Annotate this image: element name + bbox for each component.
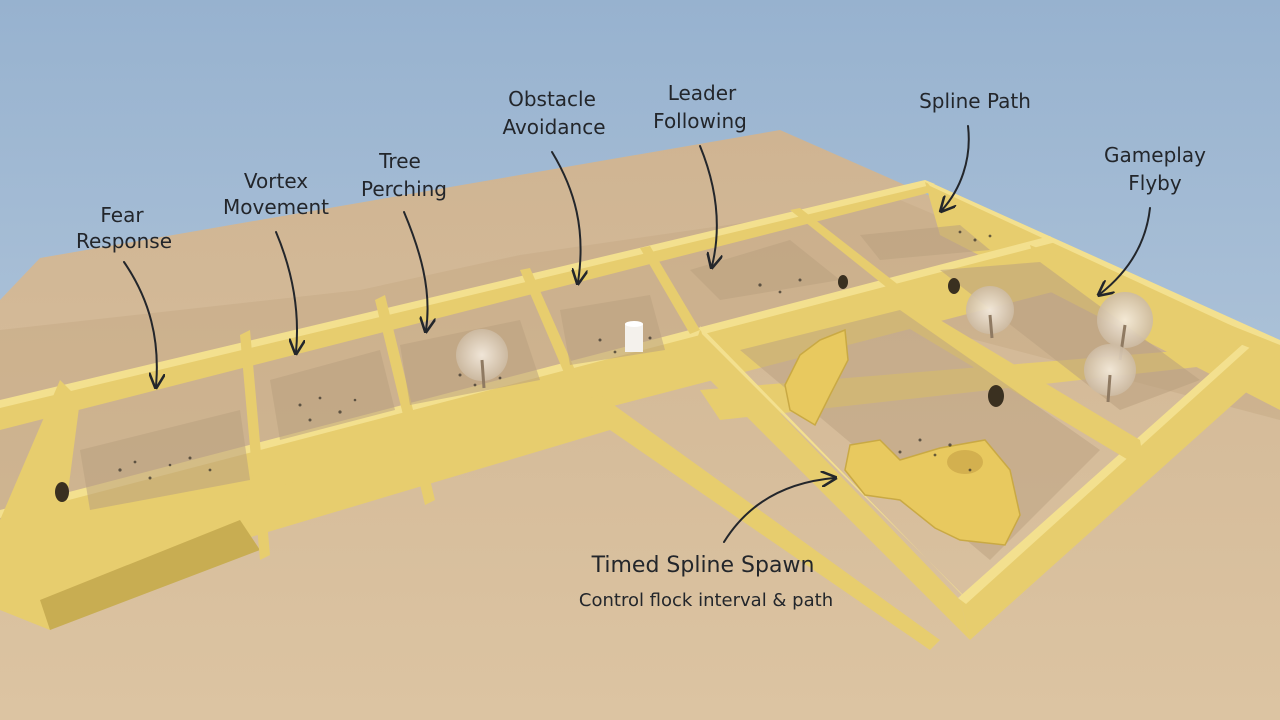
gameplay-flyby-line1: Gameplay bbox=[1104, 143, 1206, 167]
pillar-icon bbox=[625, 321, 643, 352]
leader-following-line2: Following bbox=[653, 109, 747, 133]
tree-perching-line1: Tree bbox=[378, 149, 421, 173]
spline-path-line1: Spline Path bbox=[919, 89, 1031, 113]
arrow-icon bbox=[942, 125, 970, 210]
timed-spline-spawn-title: Timed Spline Spawn bbox=[591, 553, 815, 578]
annotation-tree-perching: Tree Perching bbox=[361, 149, 447, 330]
timed-spline-spawn-subtitle: Control flock interval & path bbox=[579, 590, 833, 611]
vortex-movement-line2: Movement bbox=[223, 195, 329, 219]
annotation-obstacle-avoidance: Obstacle Avoidance bbox=[502, 87, 606, 282]
annotation-fear-response: Fear Response bbox=[76, 203, 172, 386]
arrow-icon bbox=[123, 261, 157, 386]
vortex-movement-line1: Vortex bbox=[244, 169, 308, 193]
annotation-leader-following: Leader Following bbox=[653, 81, 747, 266]
arrow-icon bbox=[551, 151, 581, 282]
rock-icon bbox=[784, 328, 849, 427]
arrow-icon bbox=[723, 478, 834, 543]
arrow-icon bbox=[275, 231, 297, 352]
tree-icon bbox=[1084, 344, 1136, 403]
gameplay-flyby-line2: Flyby bbox=[1128, 171, 1182, 195]
tree-icon bbox=[456, 329, 508, 389]
leader-following-line1: Leader bbox=[668, 81, 737, 105]
annotation-spline-path: Spline Path bbox=[919, 89, 1031, 210]
tree-perching-line2: Perching bbox=[361, 177, 447, 201]
arrow-icon bbox=[699, 145, 717, 266]
bird-icon bbox=[118, 230, 992, 480]
arrow-icon bbox=[403, 211, 428, 330]
annotations: Fear Response Vortex Movement Tree Perch… bbox=[76, 81, 1206, 611]
obstacle-avoidance-line1: Obstacle bbox=[508, 87, 596, 111]
annotation-vortex-movement: Vortex Movement bbox=[223, 169, 329, 352]
obstacle-avoidance-line2: Avoidance bbox=[502, 115, 605, 139]
props bbox=[118, 230, 1153, 546]
fear-response-line2: Response bbox=[76, 229, 172, 253]
arrow-icon bbox=[1100, 207, 1151, 294]
annotation-timed-spline-spawn: Timed Spline Spawn Control flock interva… bbox=[579, 478, 834, 611]
annotation-gameplay-flyby: Gameplay Flyby bbox=[1100, 143, 1206, 294]
tree-icon bbox=[966, 286, 1014, 339]
fear-response-line1: Fear bbox=[100, 203, 144, 227]
